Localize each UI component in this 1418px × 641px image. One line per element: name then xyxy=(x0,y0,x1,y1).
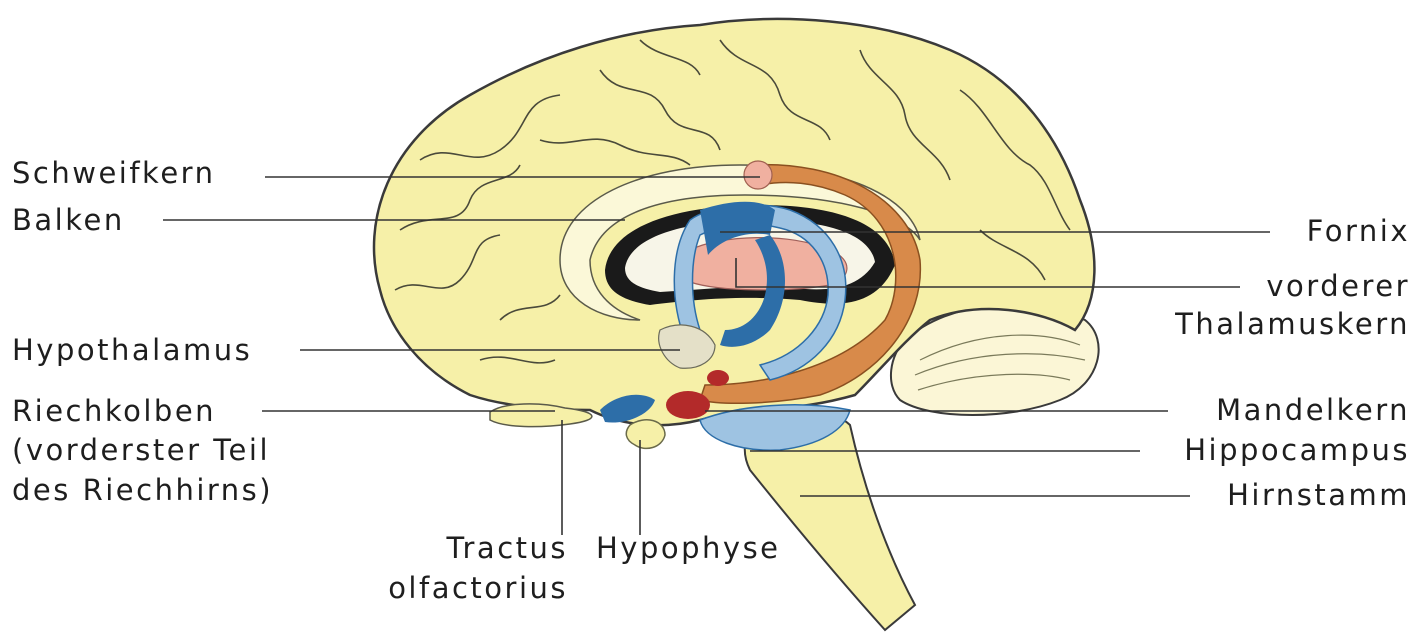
label-riechkolben-1: Riechkolben xyxy=(12,393,216,429)
pituitary xyxy=(626,420,665,449)
caudate-head xyxy=(744,161,772,189)
label-mandelkern: Mandelkern xyxy=(1216,392,1410,428)
label-tractus-2: olfactorius xyxy=(360,570,568,606)
label-tractus-1: Tractus xyxy=(380,530,568,566)
label-riechkolben-2: (vorderster Teil xyxy=(12,432,270,468)
amygdala-small xyxy=(707,370,729,386)
label-thalamus-2: Thalamuskern xyxy=(1175,306,1410,342)
label-riechkolben-3: des Riechhirns) xyxy=(12,472,273,508)
label-balken: Balken xyxy=(12,202,125,238)
label-fornix: Fornix xyxy=(1307,213,1410,249)
label-hippocampus: Hippocampus xyxy=(1184,432,1410,468)
label-schweifkern: Schweifkern xyxy=(12,155,215,191)
label-hypothalamus: Hypothalamus xyxy=(12,332,252,368)
amygdala xyxy=(666,391,710,419)
label-hirnstamm: Hirnstamm xyxy=(1227,477,1410,513)
label-thalamus-1: vorderer xyxy=(1266,268,1410,304)
label-hypophyse: Hypophyse xyxy=(596,530,781,566)
